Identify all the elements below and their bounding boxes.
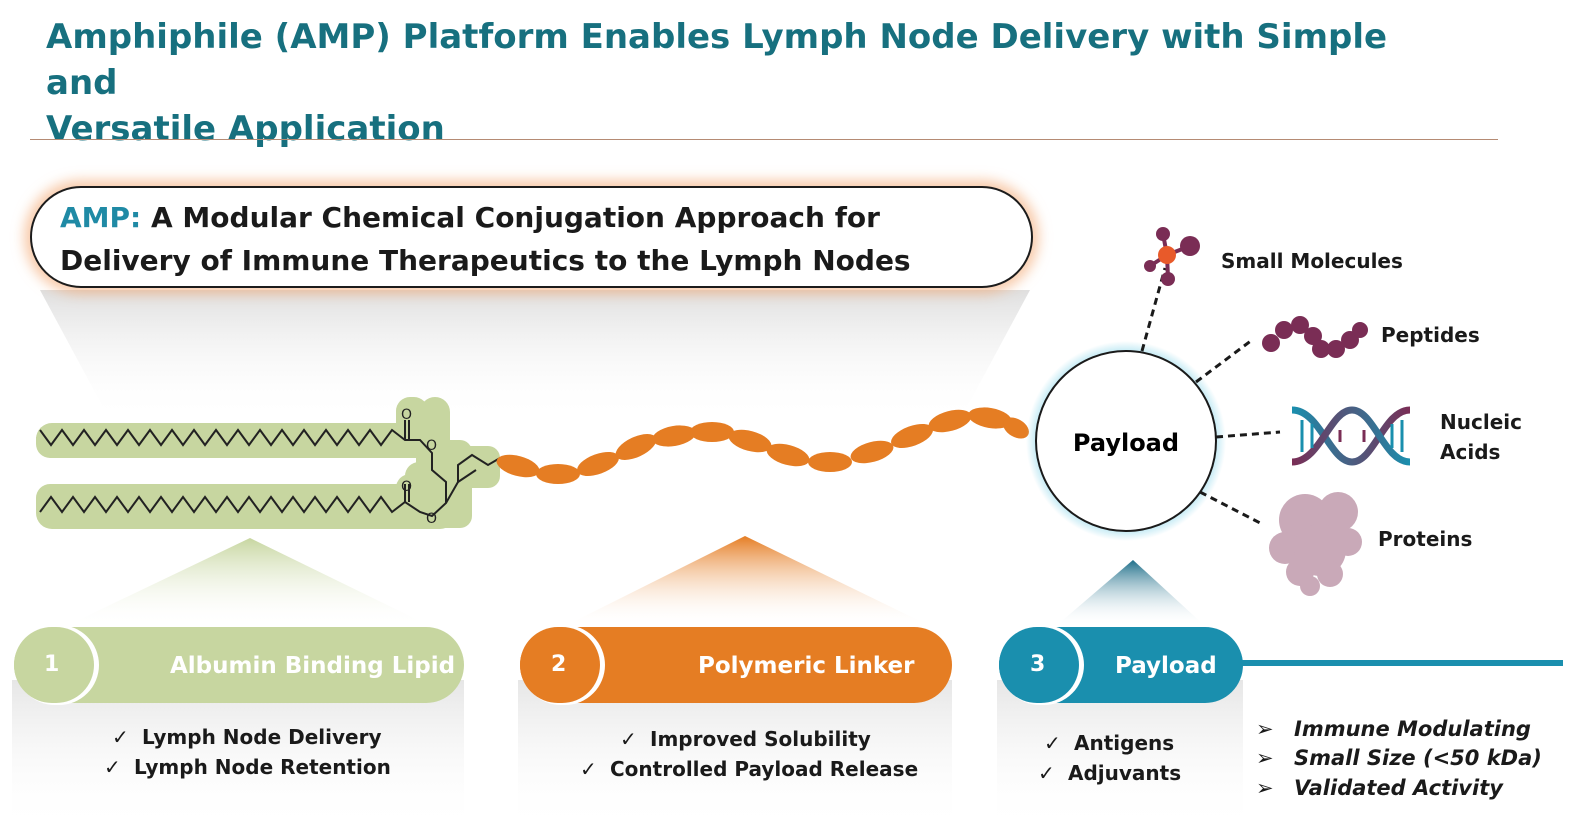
payload-feature-3-text: Validated Activity: [1294, 776, 1503, 800]
arrow-bullet-icon: ➢: [1256, 717, 1274, 741]
amp-callout-bubble: [30, 186, 1033, 288]
dna-helix-icon: [1291, 406, 1411, 466]
linker-bullet-2: ✓ Controlled Payload Release: [580, 757, 918, 781]
payload-circle: [1035, 350, 1217, 532]
page-title-line-1: Amphiphile (AMP) Platform Enables Lymph …: [46, 17, 1388, 103]
linker-bullet-1: ✓ Improved Solubility: [620, 727, 871, 751]
small-molecule-icon: [1144, 227, 1200, 286]
payload-type-small-molecules: Small Molecules: [1221, 249, 1403, 273]
carbonyl-oxygen-label-1: O: [401, 407, 412, 423]
callout-line-1: AMP: A Modular Chemical Conjugation Appr…: [60, 201, 880, 235]
payload-label: Payload: [1115, 653, 1217, 679]
payload-bullet-1: ✓ Antigens: [1044, 731, 1174, 755]
linker-number-badge: [520, 627, 600, 703]
payload-type-nucleic-acids-line-2: Acids: [1440, 440, 1501, 464]
check-icon: ✓: [1038, 761, 1055, 785]
linker-bullet-1-text: Improved Solubility: [650, 727, 871, 751]
ester-oxygen-label-2: O: [426, 511, 437, 527]
payload-extension-line: [1230, 660, 1563, 666]
title-divider: [30, 139, 1498, 140]
lipid-number-badge: [14, 627, 94, 703]
lipid-bullet-2: ✓ Lymph Node Retention: [104, 755, 391, 779]
lipid-spotlight: [66, 538, 430, 626]
arrow-bullet-icon: ➢: [1256, 776, 1274, 800]
check-icon: ✓: [620, 727, 637, 751]
payload-feature-1-text: Immune Modulating: [1294, 717, 1531, 741]
payload-type-nucleic-acids: Nucleic Acids: [1440, 407, 1522, 467]
carbonyl-oxygen-label-2: O: [401, 479, 412, 495]
lipid-panel: [12, 680, 464, 830]
payload-bullet-2-text: Adjuvants: [1068, 761, 1182, 785]
protein-icon: [1269, 492, 1362, 596]
callout-spotlight: [40, 290, 1030, 420]
lipid-bullet-1-text: Lymph Node Delivery: [142, 725, 382, 749]
payload-number-badge: [999, 627, 1079, 703]
linker-spotlight: [565, 536, 930, 626]
payload-type-nucleic-acids-line-1: Nucleic: [1440, 410, 1522, 434]
payload-bullet-2: ✓ Adjuvants: [1038, 761, 1181, 785]
check-icon: ✓: [112, 725, 129, 749]
payload-feature-2: ➢ Small Size (<50 kDa): [1256, 746, 1542, 770]
payload-feature-2-text: Small Size (<50 kDa): [1294, 746, 1542, 770]
check-icon: ✓: [104, 755, 121, 779]
lipid-number: 1: [44, 652, 60, 677]
lipid-bullet-2-text: Lymph Node Retention: [134, 755, 391, 779]
check-icon: ✓: [580, 757, 597, 781]
arrow-bullet-icon: ➢: [1256, 746, 1274, 770]
payload-circle-label: Payload: [1073, 429, 1179, 457]
payload-type-peptides: Peptides: [1381, 323, 1480, 347]
check-icon: ✓: [1044, 731, 1061, 755]
page-title: Amphiphile (AMP) Platform Enables Lymph …: [46, 14, 1446, 152]
payload-connectors: [1140, 267, 1281, 526]
lipid-bullet-1: ✓ Lymph Node Delivery: [112, 725, 381, 749]
linker-label: Polymeric Linker: [698, 653, 915, 679]
payload-number: 3: [1030, 652, 1046, 677]
ester-oxygen-label-1: O: [426, 438, 437, 454]
linker-bullet-2-text: Controlled Payload Release: [610, 757, 919, 781]
payload-bullet-1-text: Antigens: [1074, 731, 1175, 755]
lipid-structure-icon: [36, 397, 501, 529]
peptide-chain-icon: [1262, 316, 1368, 358]
callout-line-2: Delivery of Immune Therapeutics to the L…: [60, 244, 911, 277]
polymeric-linker-icon: [496, 407, 1029, 484]
payload-type-proteins: Proteins: [1378, 527, 1473, 551]
payload-feature-1: ➢ Immune Modulating: [1256, 717, 1531, 741]
linker-panel: [518, 680, 952, 830]
lipid-label: Albumin Binding Lipid: [170, 653, 456, 679]
payload-feature-3: ➢ Validated Activity: [1256, 776, 1503, 800]
callout-line-1-text: A Modular Chemical Conjugation Approach …: [141, 201, 880, 234]
callout-amp-prefix: AMP:: [60, 201, 142, 234]
linker-number: 2: [551, 652, 567, 677]
payload-panel: [997, 680, 1243, 830]
page-title-line-2: Versatile Application: [46, 109, 445, 149]
payload-spotlight: [1056, 560, 1205, 626]
